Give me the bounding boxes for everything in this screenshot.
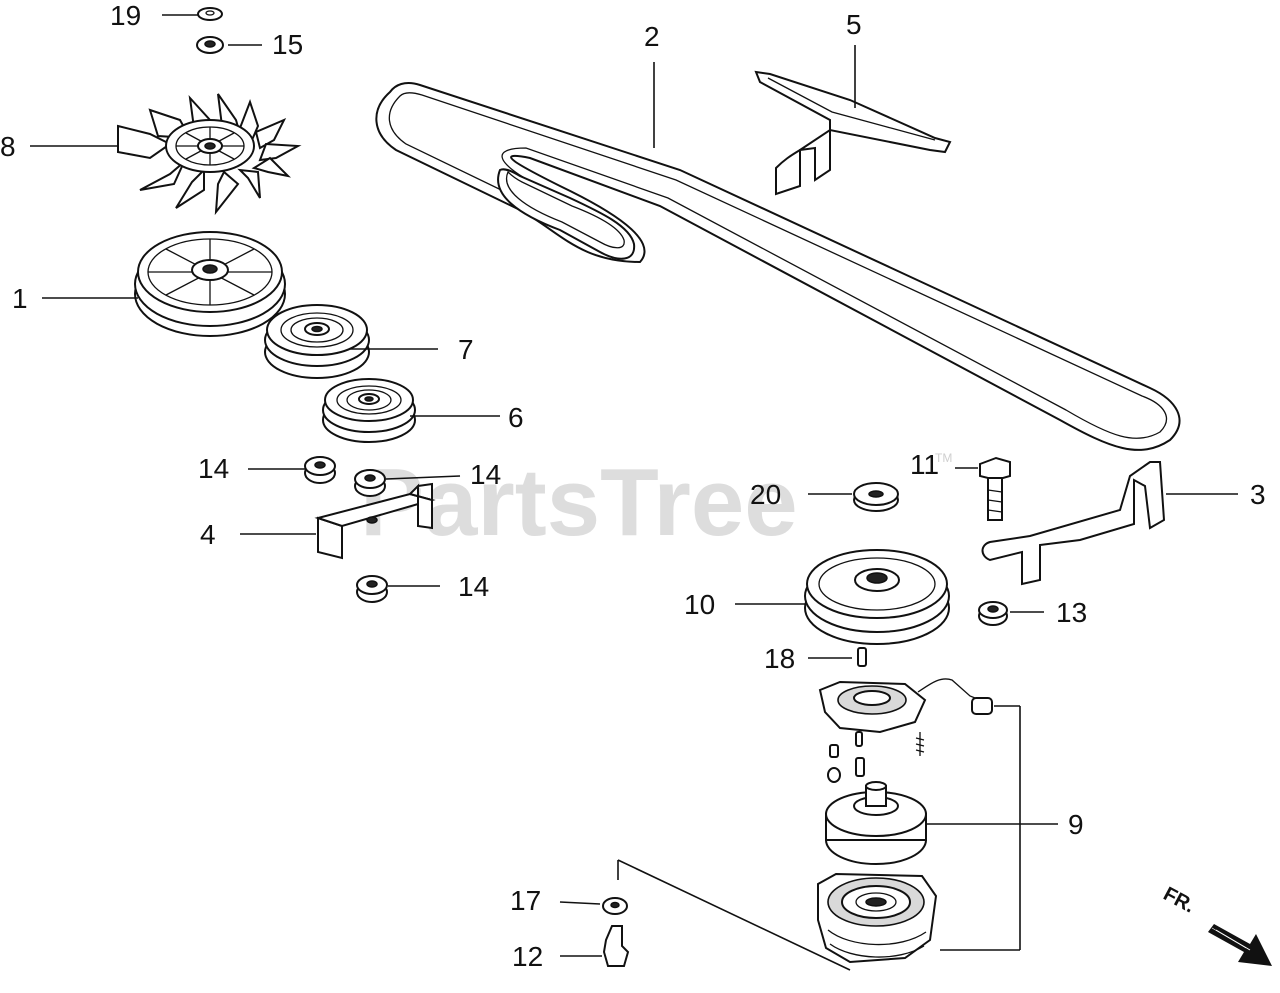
callout-14-c: 14 <box>458 571 489 602</box>
part-15-nut[interactable] <box>196 36 224 54</box>
part-3-rod[interactable] <box>981 461 1166 586</box>
callout-4: 4 <box>200 519 216 550</box>
part-14-nut-c[interactable] <box>356 575 388 603</box>
callout-12: 12 <box>512 941 543 972</box>
callout-19: 19 <box>110 0 141 31</box>
callout-6: 6 <box>508 402 524 433</box>
callout-11: 11 <box>910 449 939 480</box>
callout-15: 15 <box>272 29 303 60</box>
part-20-washer[interactable] <box>853 482 899 512</box>
part-12-bolt[interactable] <box>602 925 630 967</box>
part-17-washer[interactable] <box>602 897 628 915</box>
part-8-fan[interactable] <box>117 93 302 216</box>
watermark-trademark: TM <box>935 451 952 465</box>
callout-20: 20 <box>750 479 781 510</box>
part-11-bolt[interactable] <box>979 456 1011 521</box>
front-label: FR. <box>1160 883 1199 918</box>
callout-14-a: 14 <box>198 453 229 484</box>
part-18-key[interactable] <box>857 647 867 667</box>
callouts: 19 15 8 1 7 6 14 14 4 14 2 5 3 11 20 10 … <box>0 0 1266 972</box>
callout-17: 17 <box>510 885 541 916</box>
part-13-nut[interactable] <box>978 601 1008 626</box>
part-7-idler-pulley[interactable] <box>264 304 370 379</box>
callout-2: 2 <box>644 21 660 52</box>
part-14-nut-a[interactable] <box>304 456 336 484</box>
callout-7: 7 <box>458 334 474 365</box>
callout-3: 3 <box>1250 479 1266 510</box>
callout-13: 13 <box>1056 597 1087 628</box>
part-14-nut-b[interactable] <box>354 469 386 497</box>
callout-5: 5 <box>846 9 862 40</box>
part-4-bracket[interactable] <box>314 482 436 560</box>
callout-9: 9 <box>1068 809 1084 840</box>
callout-1: 1 <box>12 283 28 314</box>
part-1-pulley[interactable] <box>134 231 286 337</box>
front-direction-indicator: FR. <box>1160 883 1272 966</box>
callout-18: 18 <box>764 643 795 674</box>
callout-8: 8 <box>0 131 16 162</box>
part-6-idler-pulley[interactable] <box>322 378 416 443</box>
callout-14-b: 14 <box>470 459 501 490</box>
part-10-pulley[interactable] <box>804 549 950 645</box>
part-9-clutch-assembly[interactable] <box>817 678 993 964</box>
part-2-belt[interactable] <box>375 82 1181 451</box>
leader-lines <box>30 14 1238 971</box>
front-arrow-icon <box>1208 924 1272 966</box>
callout-10: 10 <box>684 589 715 620</box>
part-19-washer[interactable] <box>197 7 223 21</box>
part-5-rod[interactable] <box>754 70 952 196</box>
